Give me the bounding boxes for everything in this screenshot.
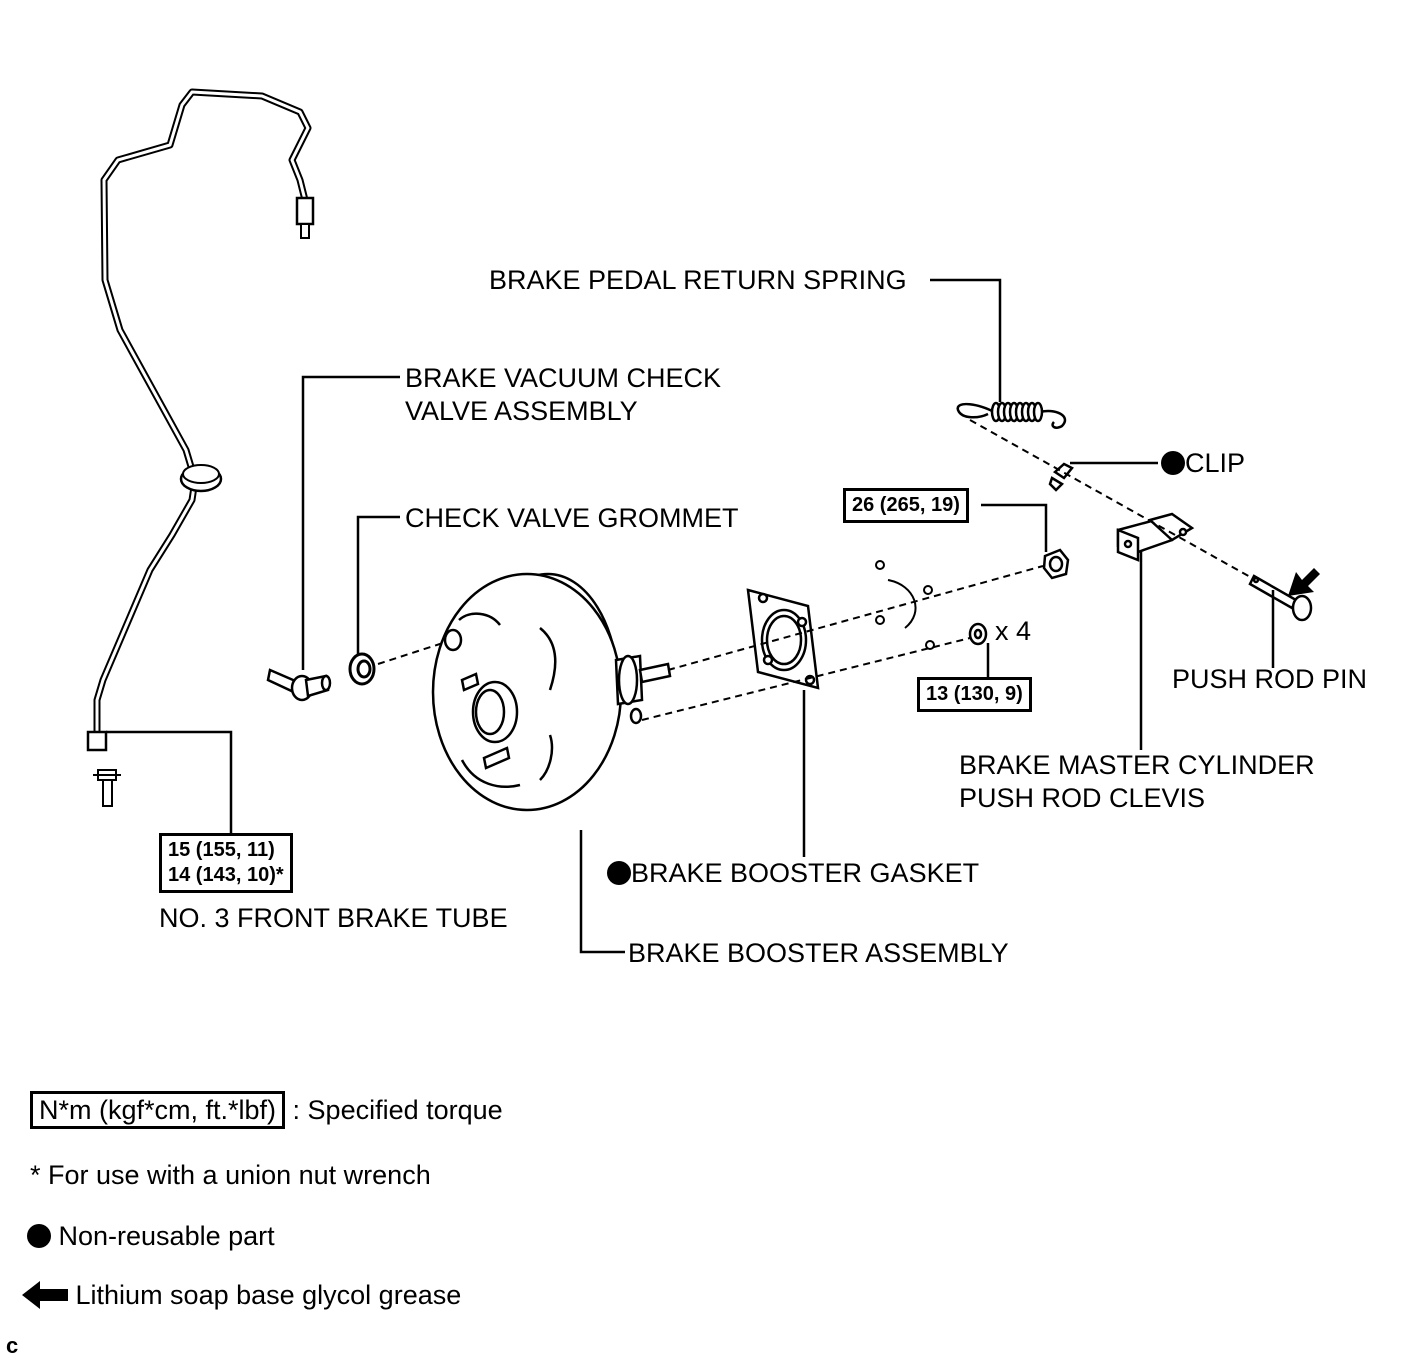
torque-box-brake-tube: 15 (155, 11) 14 (143, 10)* — [159, 833, 293, 893]
push-rod-clevis — [1116, 512, 1195, 562]
label-check-valve-line1: BRAKE VACUUM CHECK — [405, 363, 722, 393]
brake-pedal-return-spring — [956, 401, 1067, 429]
brake-booster — [431, 572, 672, 812]
grease-arrow-icon — [22, 1281, 68, 1309]
label-booster-gasket: BRAKE BOOSTER GASKET — [607, 856, 979, 890]
legend-non-reusable: Non-reusable part — [27, 1220, 275, 1252]
brake-booster-gasket — [746, 588, 820, 690]
legend-wrench-note: * For use with a union nut wrench — [30, 1160, 431, 1190]
corner-mark: c — [6, 1333, 19, 1358]
dash-panel-holes — [875, 560, 935, 650]
torque-value-1: 15 (155, 11) — [168, 839, 275, 861]
alignment-lines — [377, 419, 1253, 721]
legend-torque-box: N*m (kgf*cm, ft.*lbf) — [30, 1091, 286, 1129]
check-valve-grommet — [348, 652, 376, 686]
grease-arrow-icon — [1288, 568, 1320, 596]
label-clevis-line1: BRAKE MASTER CYLINDER — [959, 750, 1315, 780]
non-reusable-dot-icon — [1161, 451, 1185, 475]
check-valve — [266, 668, 332, 702]
torque-box-lower-nut: 13 (130, 9) — [917, 677, 1032, 712]
non-reusable-dot-icon — [607, 861, 631, 885]
nut-lower — [968, 622, 988, 646]
label-check-valve-line2: VALVE ASSEMBLY — [405, 396, 638, 426]
legend-torque: N*m (kgf*cm, ft.*lbf) : Specified torque — [30, 1091, 503, 1129]
tube-end-fitting — [93, 769, 121, 807]
clip — [1048, 462, 1074, 492]
label-push-rod-pin: PUSH ROD PIN — [1172, 664, 1368, 694]
torque-value-2: 14 (143, 10)* — [168, 864, 284, 886]
label-clip: CLIP — [1161, 446, 1245, 480]
label-return-spring: BRAKE PEDAL RETURN SPRING — [489, 265, 907, 295]
label-front-brake-tube: NO. 3 FRONT BRAKE TUBE — [159, 903, 508, 933]
front-brake-tube — [86, 88, 315, 752]
label-quantity: x 4 — [995, 616, 1032, 646]
nut-upper — [1042, 548, 1070, 580]
label-booster-assembly: BRAKE BOOSTER ASSEMBLY — [628, 938, 1009, 968]
label-check-valve-grommet: CHECK VALVE GROMMET — [405, 503, 739, 533]
non-reusable-dot-icon — [27, 1224, 51, 1248]
torque-box-upper-nut: 26 (265, 19) — [843, 488, 969, 523]
label-clevis-line2: PUSH ROD CLEVIS — [959, 783, 1206, 813]
legend-grease: Lithium soap base glycol grease — [22, 1279, 461, 1311]
leader-lines — [106, 278, 1275, 954]
